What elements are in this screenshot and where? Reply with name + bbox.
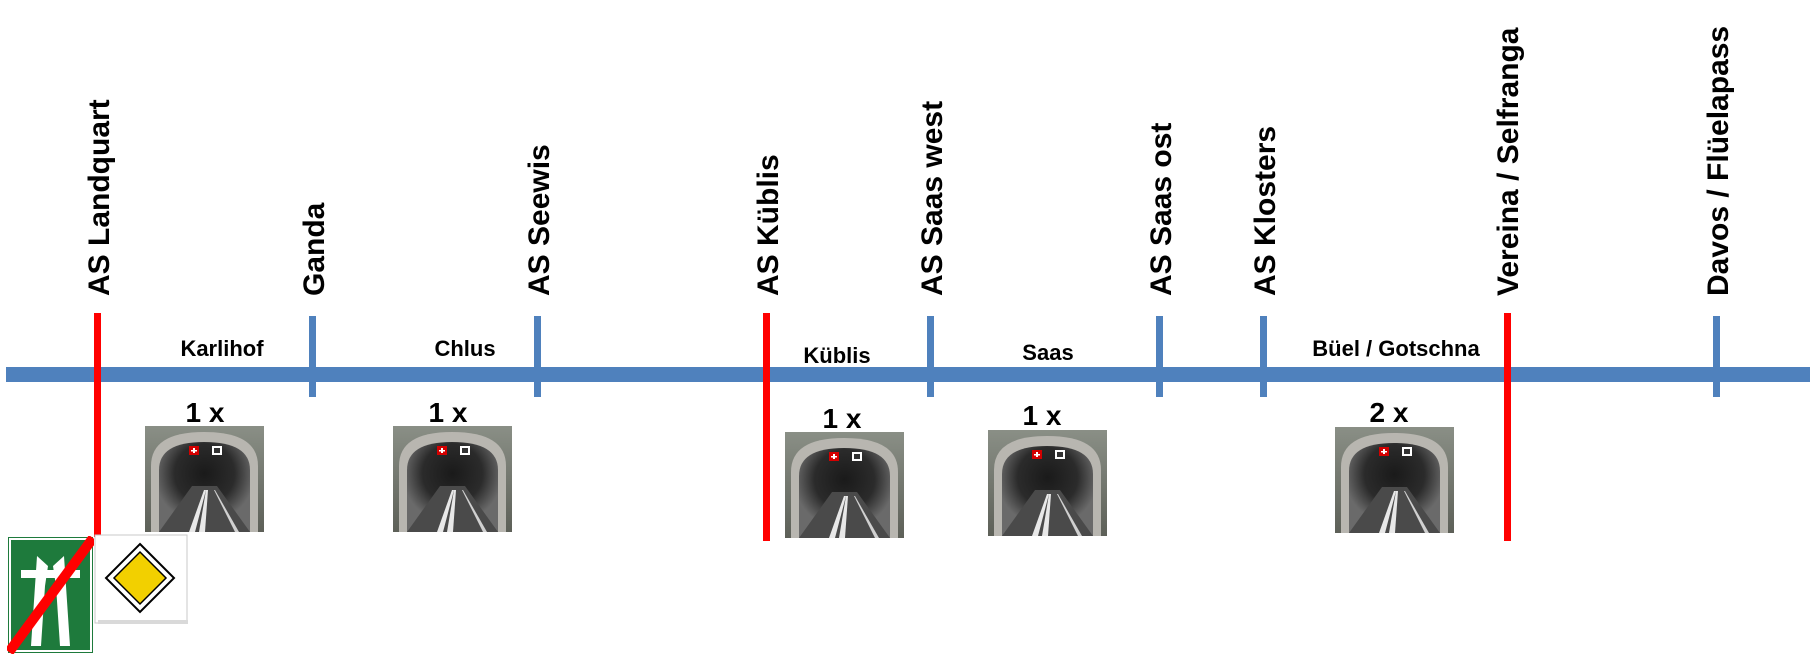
place-label: Vereina / Selfranga xyxy=(1492,27,1525,296)
tunnel-portal-icon xyxy=(393,426,512,532)
tunnel-name: Büel / Gotschna xyxy=(1312,336,1480,361)
station-marker-saas-ost xyxy=(1156,316,1163,397)
road-line xyxy=(6,367,1810,382)
place-label: AS Landquart xyxy=(83,99,116,296)
place-label: AS Seewis xyxy=(523,144,556,296)
boundary-marker-landquart xyxy=(94,313,101,537)
place-label: AS Klosters xyxy=(1249,125,1282,296)
tunnel-count: 1 x xyxy=(428,397,468,428)
boundary-marker-vereina xyxy=(1504,313,1511,541)
tunnel-portal-icon xyxy=(1335,427,1454,533)
tunnel-portal-icon xyxy=(785,432,904,538)
place-label: Ganda xyxy=(298,202,331,296)
tunnel-name: Küblis xyxy=(803,343,871,368)
boundary-marker-kueblis xyxy=(763,313,770,541)
station-marker-davos xyxy=(1713,316,1720,397)
tunnel-count: 1 x xyxy=(822,403,862,434)
tunnel-count: 1 x xyxy=(185,397,225,428)
end-of-motorway-sign-icon xyxy=(4,535,98,655)
station-marker-seewis xyxy=(534,316,541,397)
station-marker-ganda xyxy=(309,316,316,397)
place-label: AS Küblis xyxy=(752,154,785,296)
tunnel-name: Chlus xyxy=(434,336,496,361)
place-label: AS Saas ost xyxy=(1145,122,1178,296)
priority-road-sign-icon xyxy=(94,534,190,626)
tunnel-name: Saas xyxy=(1022,340,1074,365)
station-marker-saas-west xyxy=(927,316,934,397)
place-label: AS Saas west xyxy=(916,100,949,296)
tunnel-name: Karlihof xyxy=(180,336,264,361)
tunnel-count: 1 x xyxy=(1022,400,1062,431)
station-marker-klosters xyxy=(1260,316,1267,397)
tunnel-count: 2 x xyxy=(1369,397,1409,428)
place-label: Davos / Flüelapass xyxy=(1702,25,1735,296)
tunnel-portal-icon xyxy=(145,426,264,532)
tunnel-portal-icon xyxy=(988,430,1107,536)
